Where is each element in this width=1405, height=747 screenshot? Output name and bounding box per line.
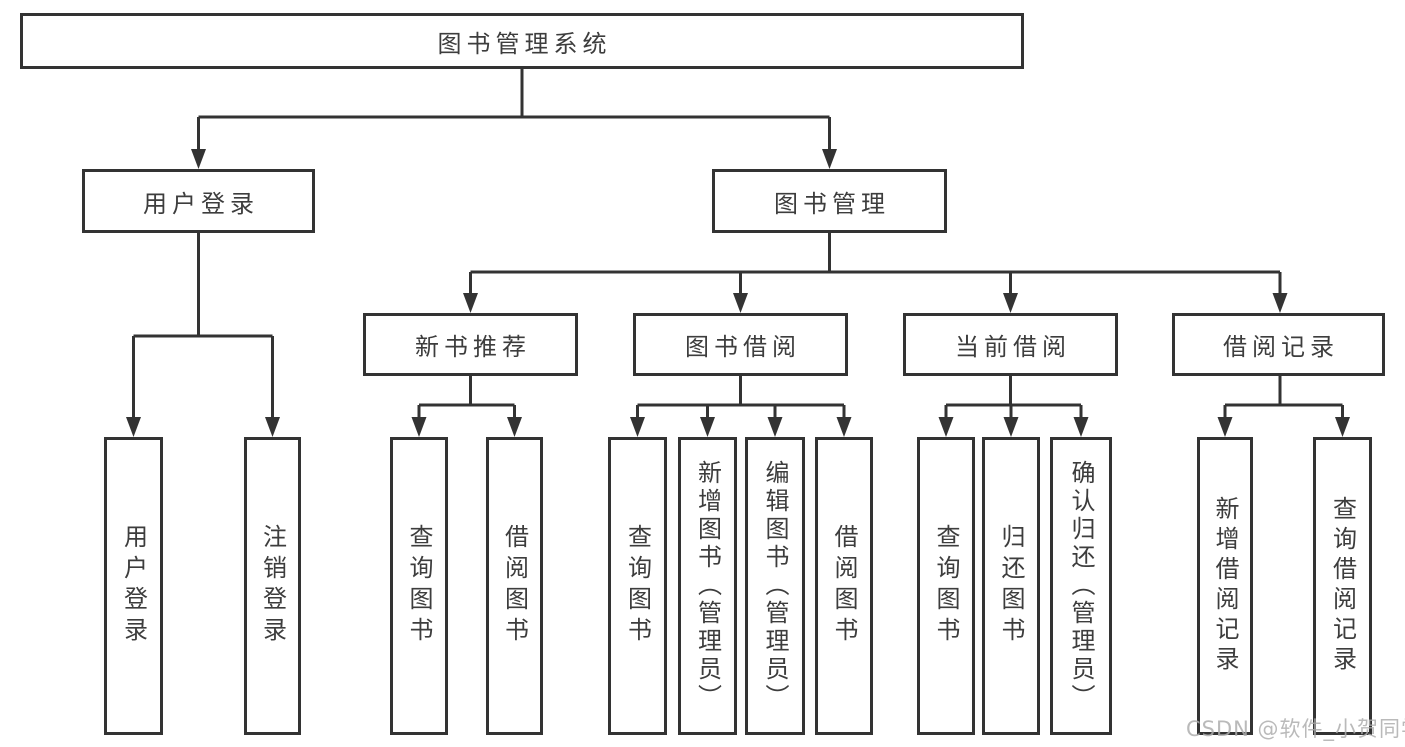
leaf-add-books-admin: 新增图书（管理员）	[678, 437, 737, 735]
leaf-label: 确认归还（管理员）	[1067, 460, 1095, 712]
arrowheads	[126, 149, 1350, 437]
arrow-down-icon	[1335, 417, 1350, 437]
arrow-down-icon	[1003, 417, 1019, 437]
leaf-add-borrow-record: 新增借阅记录	[1197, 437, 1253, 735]
arrow-down-icon	[191, 149, 206, 169]
leaf-label: 新增借阅记录	[1211, 496, 1239, 676]
node-label: 用户登录	[143, 189, 259, 218]
arrow-down-icon	[1073, 417, 1089, 437]
leaf-label: 借阅图书	[830, 524, 858, 648]
arrow-down-icon	[700, 417, 715, 437]
leaf-label: 注销登录	[258, 524, 287, 648]
node-book-management: 图书管理	[712, 169, 947, 233]
arrow-down-icon	[767, 417, 783, 437]
arrow-down-icon	[463, 293, 478, 313]
arrow-down-icon	[1217, 417, 1233, 437]
leaf-query-books: 查询图书	[917, 437, 975, 735]
leaf-logout: 注销登录	[244, 437, 301, 735]
node-label: 图书管理系统	[437, 29, 612, 58]
node-label: 新书推荐	[415, 333, 531, 361]
leaf-borrow-books: 借阅图书	[486, 437, 543, 735]
connector-segments	[132, 67, 1344, 419]
leaf-query-borrow-record: 查询借阅记录	[1313, 437, 1372, 735]
leaf-label: 用户登录	[119, 524, 148, 648]
node-label: 图书管理	[774, 189, 890, 218]
leaf-borrow-books: 借阅图书	[815, 437, 873, 735]
arrow-down-icon	[507, 417, 522, 437]
node-new-book-recommend: 新书推荐	[363, 313, 578, 376]
leaf-label: 查询图书	[405, 524, 433, 648]
leaf-label: 查询图书	[623, 524, 652, 648]
leaf-label: 查询借阅记录	[1328, 496, 1357, 676]
arrow-down-icon	[822, 149, 837, 169]
leaf-return-books: 归还图书	[982, 437, 1040, 735]
arrow-down-icon	[836, 417, 852, 437]
arrow-down-icon	[1003, 293, 1018, 313]
arrow-down-icon	[126, 417, 141, 437]
leaf-label: 借阅图书	[500, 524, 529, 648]
arrow-down-icon	[411, 417, 427, 437]
arrow-down-icon	[733, 293, 748, 313]
node-book-borrow: 图书借阅	[633, 313, 848, 376]
arrow-down-icon	[630, 417, 645, 437]
leaf-user-login: 用户登录	[104, 437, 163, 735]
node-user-login: 用户登录	[82, 169, 315, 233]
leaf-label: 编辑图书（管理员）	[761, 460, 789, 712]
node-library-system-root: 图书管理系统	[20, 13, 1024, 69]
leaf-edit-books-admin: 编辑图书（管理员）	[745, 437, 805, 735]
leaf-label: 查询图书	[932, 524, 960, 648]
leaf-label: 归还图书	[997, 524, 1025, 648]
leaf-confirm-return-admin: 确认归还（管理员）	[1050, 437, 1112, 735]
node-label: 借阅记录	[1223, 333, 1339, 361]
arrow-down-icon	[265, 417, 280, 437]
arrow-down-icon	[1272, 293, 1288, 313]
node-label: 当前借阅	[955, 333, 1071, 361]
csdn-watermark: CSDN @软件_小贺同学	[1186, 717, 1405, 741]
leaf-query-books: 查询图书	[390, 437, 448, 735]
leaf-label: 新增图书（管理员）	[693, 460, 722, 712]
node-current-borrow: 当前借阅	[903, 313, 1118, 376]
node-label: 图书借阅	[685, 333, 801, 361]
leaf-query-books: 查询图书	[608, 437, 667, 735]
arrow-down-icon	[938, 417, 954, 437]
node-borrow-records: 借阅记录	[1172, 313, 1385, 376]
